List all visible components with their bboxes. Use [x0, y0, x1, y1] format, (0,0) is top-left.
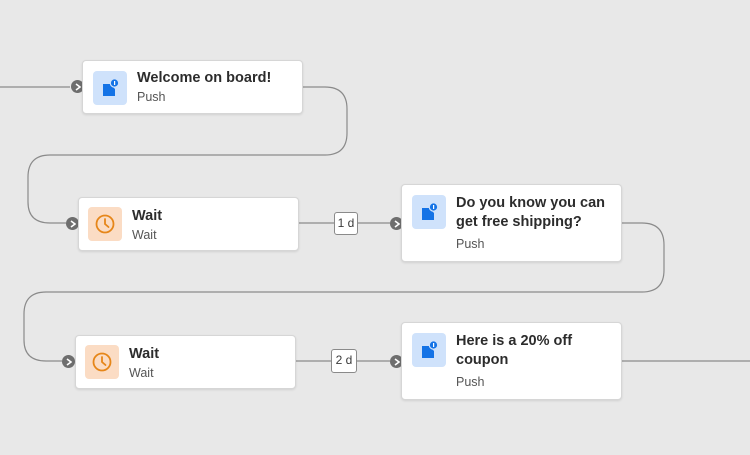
input-port[interactable] — [62, 355, 75, 368]
node-subtitle: Push — [137, 90, 166, 104]
node-title: Do you know you can get free shipping? — [456, 195, 606, 230]
delay-badge[interactable]: 1 d — [334, 212, 358, 235]
connector-shipping-to-wait2 — [23, 222, 665, 362]
node-title: Wait — [129, 346, 160, 362]
input-port[interactable] — [390, 217, 403, 230]
connector-welcome-to-wait1 — [27, 86, 348, 224]
chevron-right-icon — [394, 219, 400, 228]
push-notification-icon — [93, 71, 127, 105]
push-notification-icon — [412, 195, 446, 229]
journey-node-wait-2[interactable]: Wait Wait — [75, 335, 296, 389]
node-title: Welcome on board! — [137, 70, 272, 86]
node-subtitle: Wait — [132, 228, 157, 242]
delay-badge[interactable]: 2 d — [331, 349, 357, 373]
journey-node-welcome[interactable]: Welcome on board! Push — [82, 60, 303, 114]
node-subtitle: Push — [456, 237, 485, 251]
node-subtitle: Push — [456, 375, 485, 389]
input-port[interactable] — [390, 355, 403, 368]
journey-node-coupon[interactable]: Here is a 20% off coupon Push — [401, 322, 622, 400]
chevron-right-icon — [75, 82, 81, 91]
node-title: Here is a 20% off coupon — [456, 333, 573, 368]
journey-node-wait-1[interactable]: Wait Wait — [78, 197, 299, 251]
chevron-right-icon — [394, 357, 400, 366]
push-notification-icon — [412, 333, 446, 367]
input-port[interactable] — [66, 217, 79, 230]
chevron-right-icon — [70, 219, 76, 228]
clock-icon — [85, 345, 119, 379]
chevron-right-icon — [66, 357, 72, 366]
journey-node-free-shipping[interactable]: Do you know you can get free shipping? P… — [401, 184, 622, 262]
input-port[interactable] — [71, 80, 84, 93]
node-subtitle: Wait — [129, 366, 154, 380]
clock-icon — [88, 207, 122, 241]
node-title: Wait — [132, 208, 163, 224]
